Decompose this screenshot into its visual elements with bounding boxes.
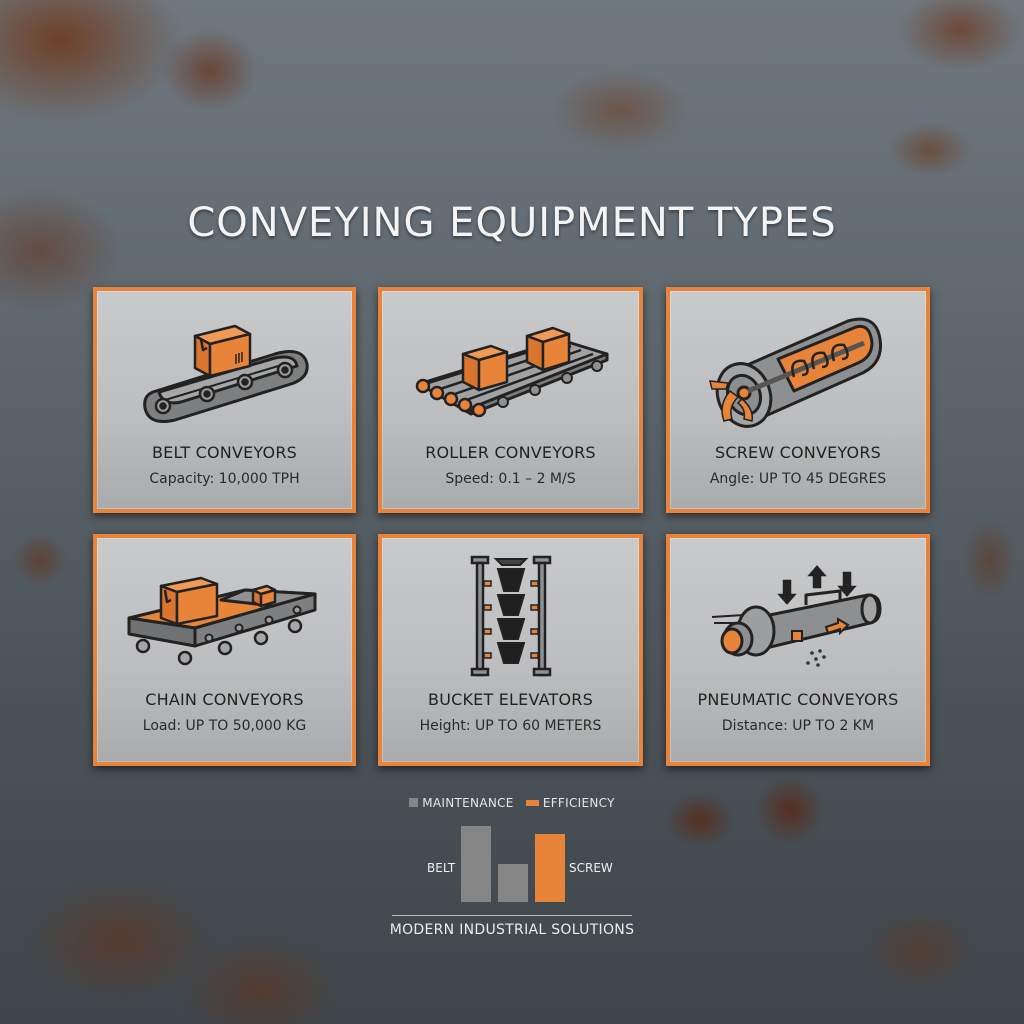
card-spec: Capacity: 10,000 TPH xyxy=(149,471,300,487)
card-chain-conveyors: CHAIN CONVEYORS Load: UP TO 50,000 KG xyxy=(93,534,356,766)
card-bucket-elevators: BUCKET ELEVATORS Height: UP TO 60 METERS xyxy=(378,534,643,766)
card-spec: Speed: 0.1 – 2 M/S xyxy=(445,471,576,487)
card-pneumatic-conveyors: PNEUMATIC CONVEYORS Distance: UP TO 2 KM xyxy=(666,534,930,766)
roller-conveyor-icon xyxy=(382,305,639,433)
bucket-elevator-icon xyxy=(382,552,639,680)
legend-label: EFFICIENCY xyxy=(542,796,615,810)
footer-tagline: MODERN INDUSTRIAL SOLUTIONS xyxy=(389,922,635,938)
belt-conveyor-icon xyxy=(97,305,352,433)
bar-label-screw: SCREW xyxy=(569,861,613,875)
card-title: BELT CONVEYORS xyxy=(151,443,297,462)
maintenance-swatch-icon xyxy=(409,798,419,807)
legend-label: MAINTENANCE xyxy=(422,796,514,810)
bar-maintenance-2 xyxy=(498,864,528,902)
page-title: CONVEYING EQUIPMENT TYPES xyxy=(187,200,837,246)
chain-conveyor-icon xyxy=(97,552,352,680)
card-spec: Height: UP TO 60 METERS xyxy=(419,718,602,734)
card-spec: Distance: UP TO 2 KM xyxy=(721,718,875,734)
footer-divider xyxy=(392,915,632,916)
efficiency-swatch-icon xyxy=(525,799,539,806)
card-title: BUCKET ELEVATORS xyxy=(428,690,593,709)
card-title: CHAIN CONVEYORS xyxy=(145,690,304,709)
bar-efficiency-3 xyxy=(535,834,565,902)
legend-item-maintenance: MAINTENANCE xyxy=(409,796,518,810)
card-screw-conveyors: SCREW CONVEYORS Angle: UP TO 45 DEGRES xyxy=(666,287,930,513)
card-roller-conveyors: ROLLER CONVEYORS Speed: 0.1 – 2 M/S xyxy=(378,287,643,513)
card-spec: Angle: UP TO 45 DEGRES xyxy=(709,471,887,487)
card-title: ROLLER CONVEYORS xyxy=(425,443,596,462)
card-belt-conveyors: BELT CONVEYORS Capacity: 10,000 TPH xyxy=(93,287,356,513)
pneumatic-conveyor-icon xyxy=(670,552,926,680)
screw-conveyor-icon xyxy=(670,305,926,433)
card-title: PNEUMATIC CONVEYORS xyxy=(697,690,899,709)
bar-label-belt: BELT xyxy=(427,861,456,875)
card-title: SCREW CONVEYORS xyxy=(714,443,881,462)
bar-maintenance-1 xyxy=(461,826,491,902)
chart-legend: MAINTENANCE EFFICIENCY xyxy=(0,796,1024,810)
card-spec: Load: UP TO 50,000 KG xyxy=(142,718,307,734)
legend-item-efficiency: EFFICIENCY xyxy=(525,796,615,810)
